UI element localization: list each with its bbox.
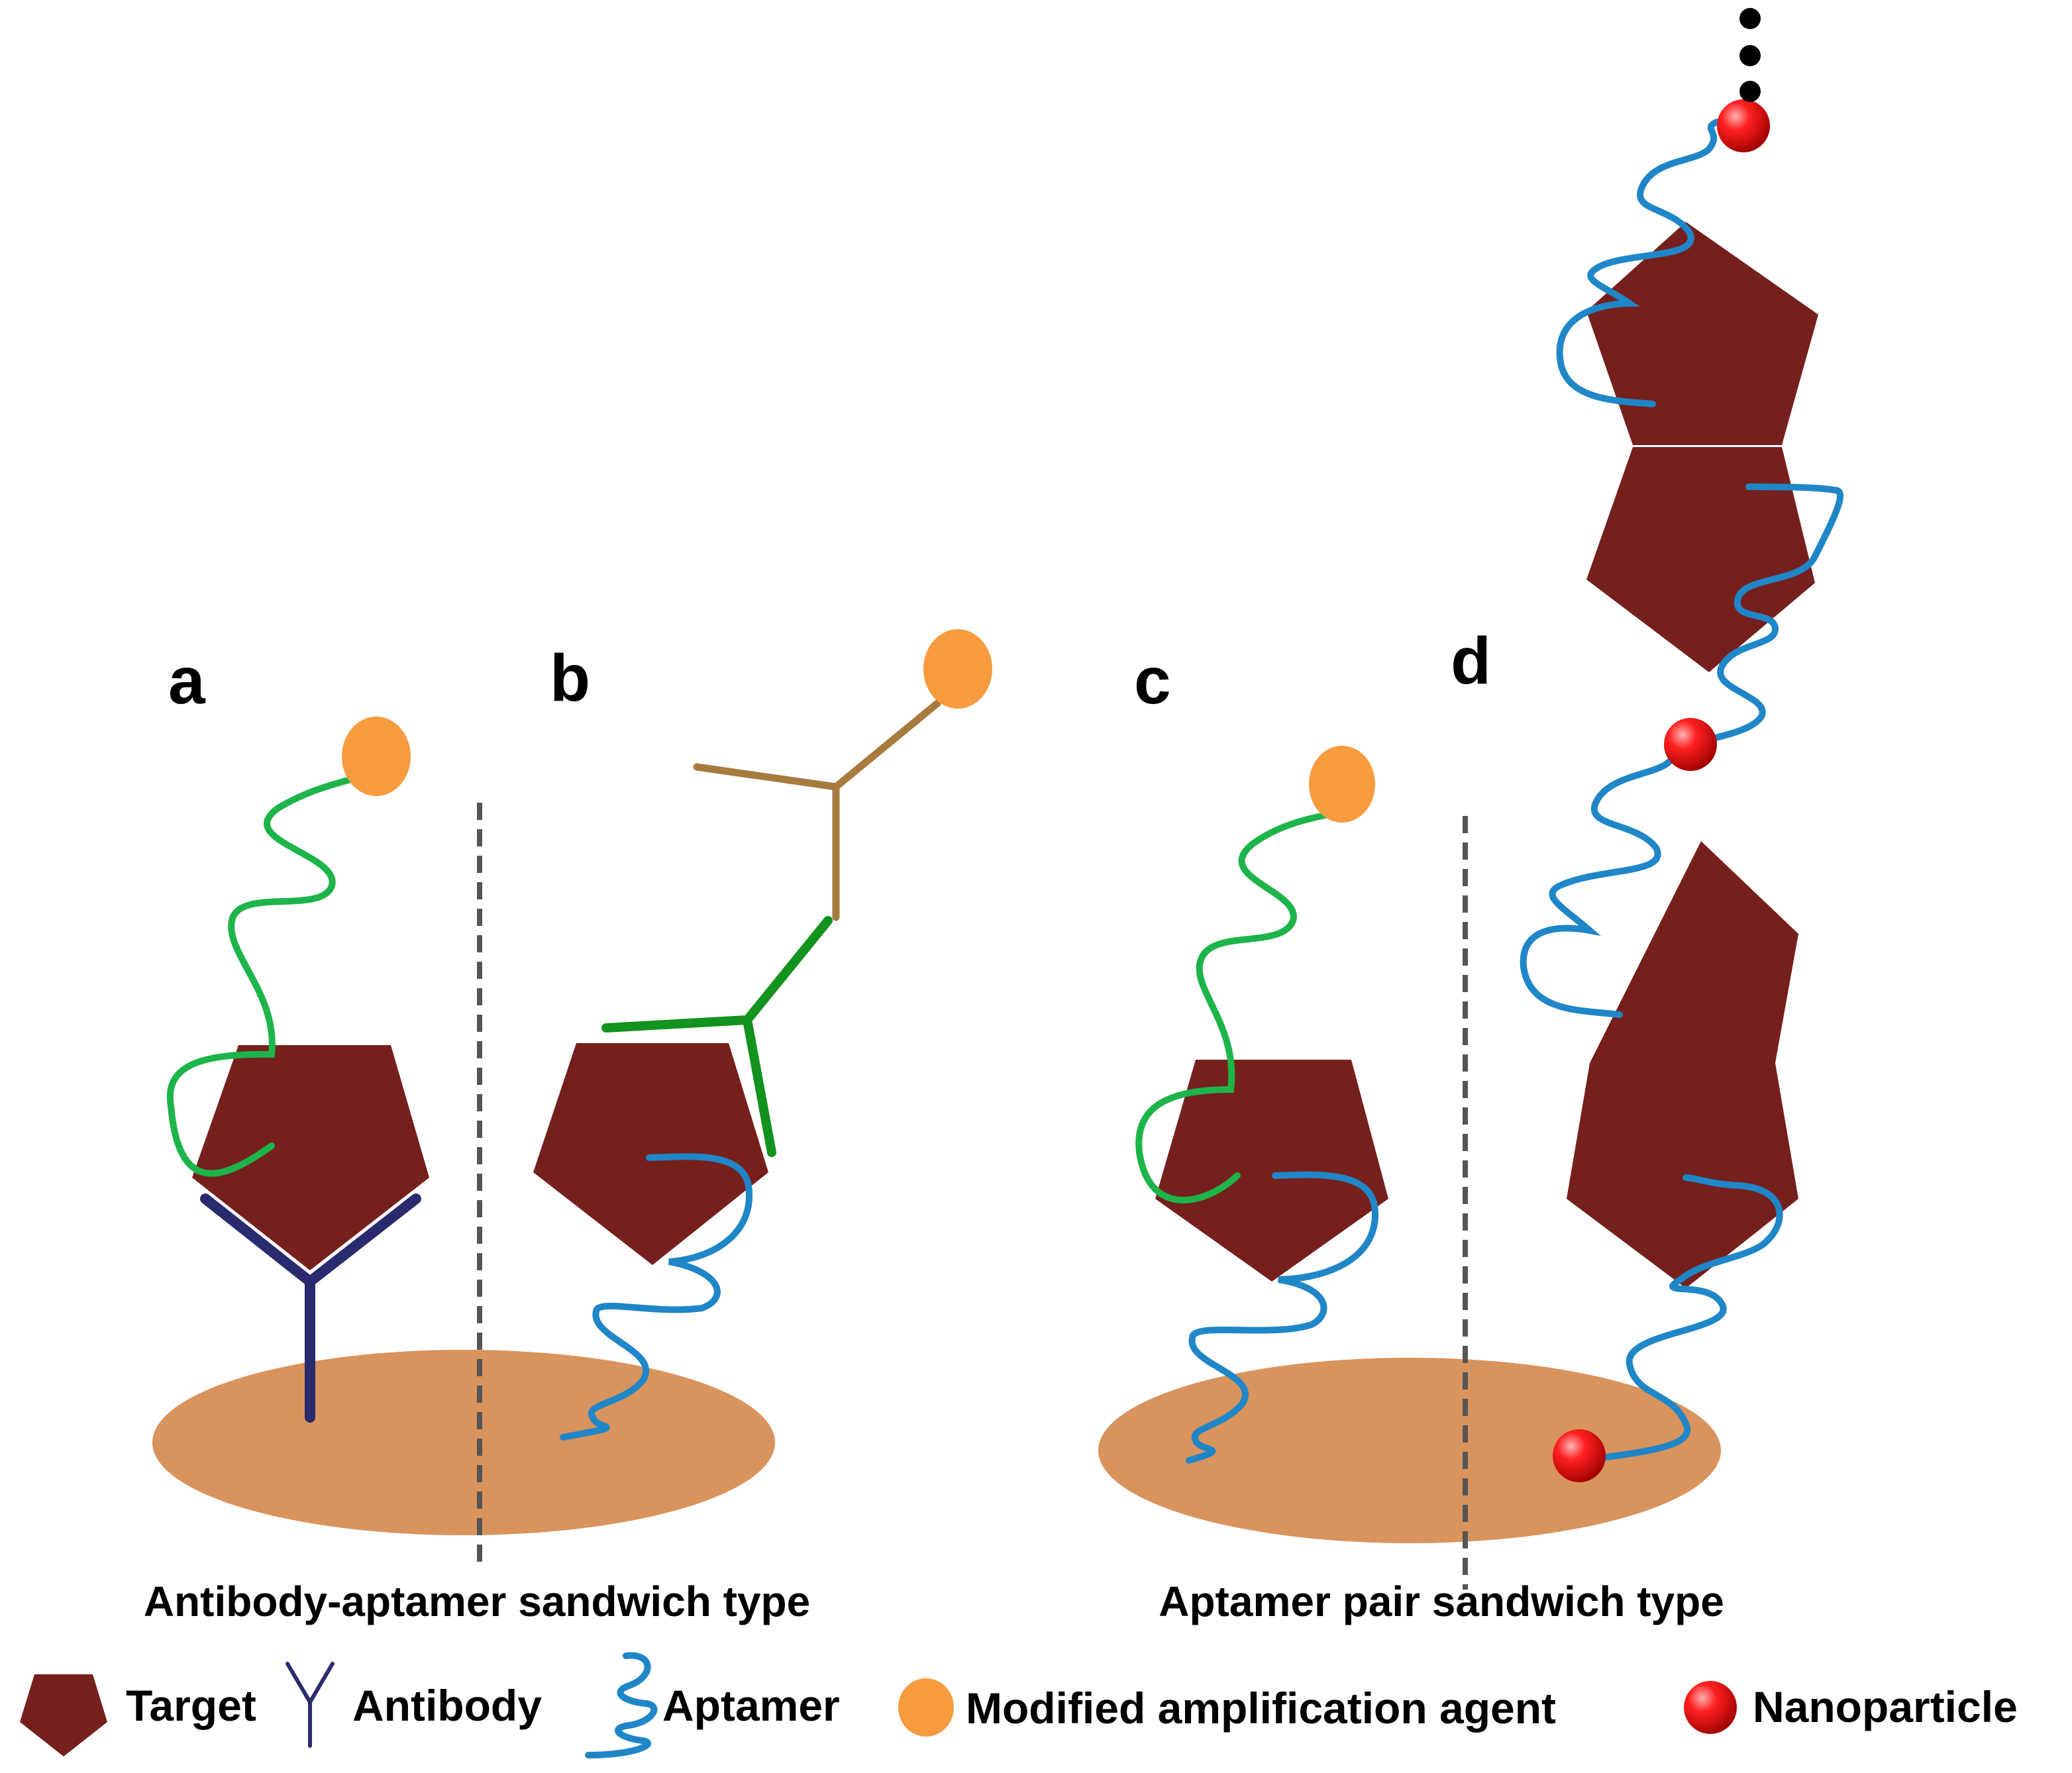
capture-antibody	[200, 1193, 421, 1423]
caption-antibody-aptamer: Antibody-aptamer sandwich type	[144, 1578, 810, 1625]
nanoparticle	[1717, 99, 1770, 152]
amplification-agent	[1309, 746, 1375, 823]
legend-antibody-label: Antibody	[352, 1681, 542, 1730]
right-substrate	[1098, 1358, 1721, 1543]
secondary-antibody-green	[601, 916, 833, 1157]
legend-antibody-icon	[285, 1662, 335, 1748]
panel-label-a: a	[168, 644, 206, 718]
legend-amplification-agent-icon	[898, 1678, 954, 1737]
blue-aptamer-chain	[1520, 740, 1696, 1018]
panel-label-b: b	[550, 641, 590, 715]
tertiary-antibody-brown	[693, 699, 941, 921]
panel-label-d: d	[1451, 624, 1491, 698]
target-pentagon	[192, 1045, 429, 1270]
legend-target-icon	[20, 1674, 107, 1756]
legend-target-label: Target	[126, 1681, 256, 1730]
legend-nanoparticle-icon	[1684, 1681, 1737, 1734]
target-pentagon	[1590, 841, 1798, 1063]
blue-aptamer	[1186, 1171, 1379, 1464]
legend-amplification-agent-label: Modified amplification agent	[966, 1684, 1556, 1733]
amplification-agent	[342, 717, 411, 796]
continuation-dot	[1739, 8, 1761, 29]
legend-nanoparticle-label: Nanoparticle	[1753, 1682, 2018, 1731]
panel-d-assembly	[1520, 8, 1843, 1482]
legend: Target Antibody Aptamer Modified amplifi…	[20, 1652, 2018, 1758]
panel-c-assembly	[1135, 746, 1388, 1464]
blue-aptamer-chain	[1556, 116, 1747, 407]
nanoparticle	[1664, 718, 1717, 771]
legend-aptamer-label: Aptamer	[662, 1681, 840, 1730]
blue-aptamer-chain	[1603, 1174, 1783, 1460]
blue-aptamer-chain	[1689, 483, 1843, 746]
target-pentagon	[1567, 1063, 1798, 1288]
amplification-agent	[923, 629, 992, 709]
continuation-dot	[1739, 45, 1761, 66]
target-pentagon	[533, 1043, 768, 1265]
panel-label-c: c	[1134, 644, 1171, 718]
target-pentagon	[1586, 222, 1818, 445]
left-substrate	[152, 1350, 775, 1535]
green-aptamer	[166, 773, 366, 1177]
continuation-dot	[1739, 81, 1761, 102]
target-pentagon	[1586, 447, 1815, 672]
green-aptamer	[1135, 811, 1331, 1203]
nanoparticle	[1553, 1429, 1606, 1482]
caption-aptamer-pair: Aptamer pair sandwich type	[1159, 1578, 1724, 1625]
blue-aptamer	[560, 1153, 753, 1441]
panel-b-assembly	[533, 629, 992, 1441]
panel-a-assembly	[166, 717, 429, 1423]
target-pentagon	[1155, 1060, 1388, 1282]
legend-aptamer-icon	[585, 1652, 658, 1758]
